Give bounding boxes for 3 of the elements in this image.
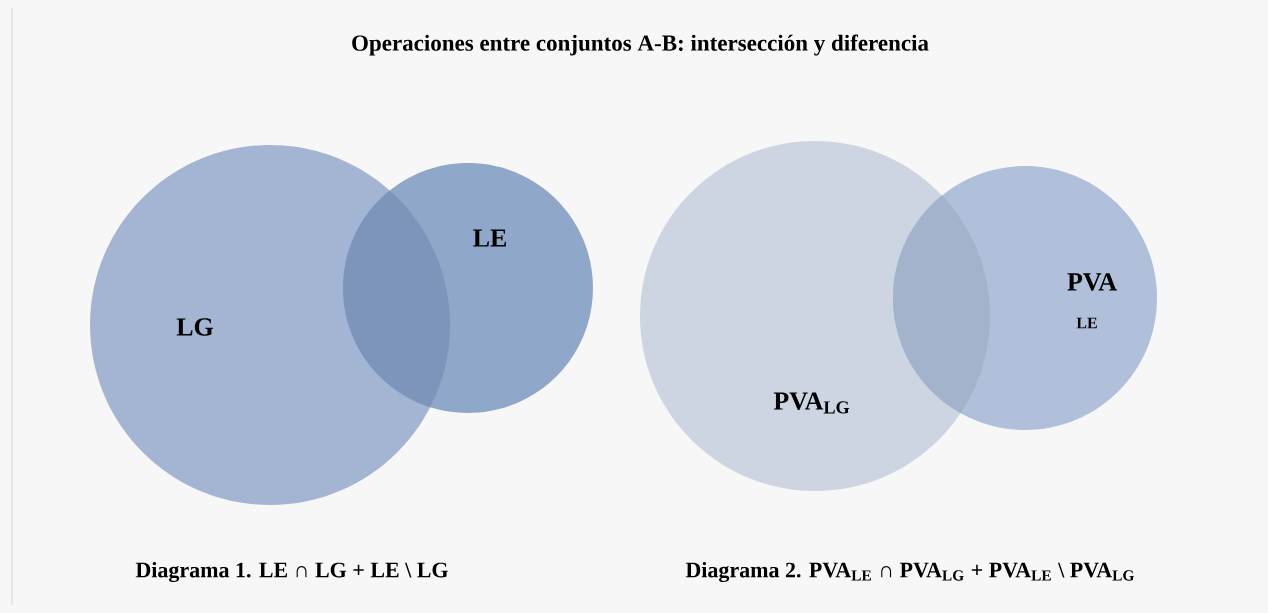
caption: Diagrama 2. PVA$_{LE}$ ∩ PVA$_{LG}$ + PVA$_{LE}$ \ PVA$_{LG}$ <box>685 561 1134 583</box>
title: Operaciones entre conjuntos A-B: intersección y diferencia <box>352 34 929 56</box>
caption: Diagrama 1. LE ∩ LG + LE \ LG <box>135 561 448 583</box>
